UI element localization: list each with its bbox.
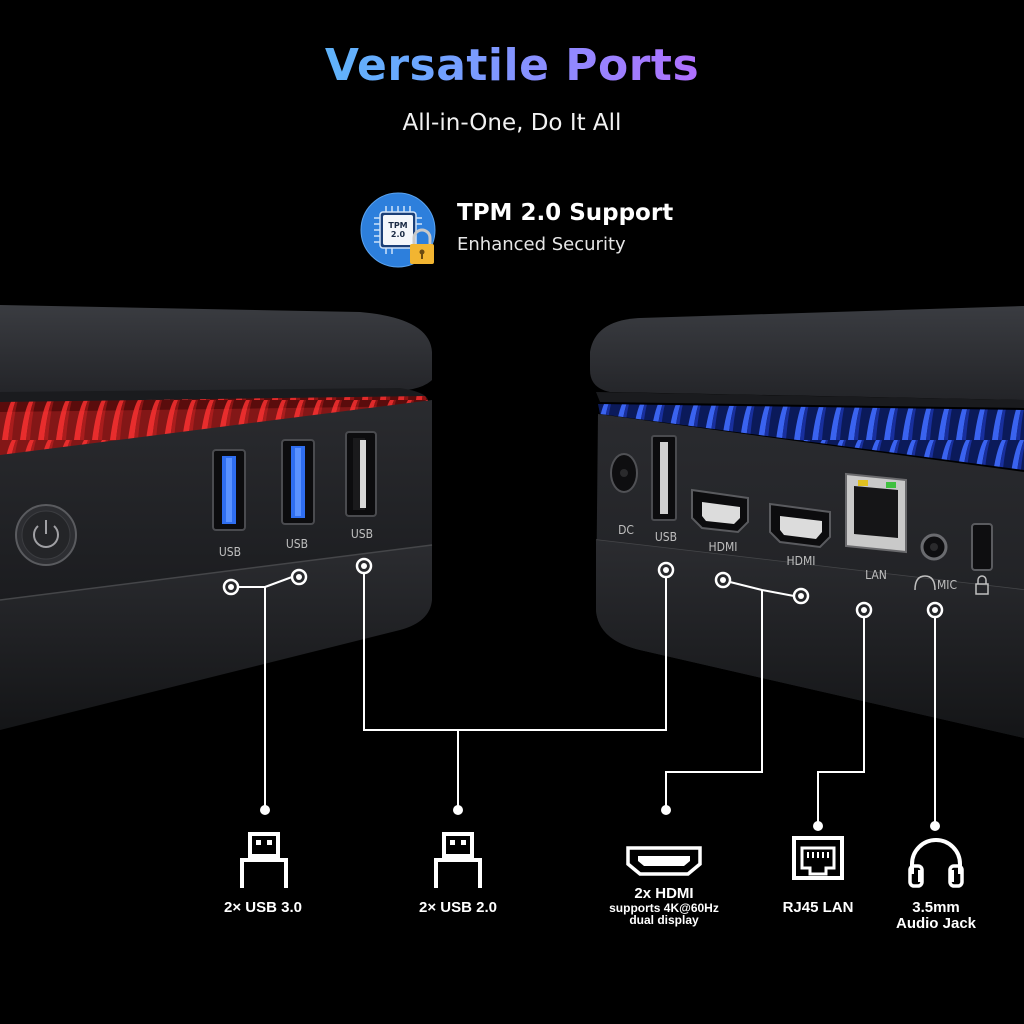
usb3-port-icon <box>212 449 246 531</box>
audio-jack-icon <box>920 533 948 561</box>
usb2-port-icon <box>651 435 677 521</box>
usb3-port-icon <box>281 439 315 525</box>
hdmi-icon <box>626 846 702 876</box>
headphones-icon <box>908 838 964 888</box>
dc-port-icon <box>610 453 638 493</box>
port-label-audio: 3.5mm Audio Jack <box>895 899 977 932</box>
right-port-label: HDMI <box>786 554 816 568</box>
tpm-lock-icon: TPM 2.0 <box>360 192 436 268</box>
tpm-subtitle: Enhanced Security <box>457 234 626 255</box>
page-subtitle: All-in-One, Do It All <box>402 110 622 136</box>
page-title: Versatile Ports <box>0 40 1024 91</box>
left-port-label: USB <box>285 537 309 551</box>
tpm-chip-text: TPM <box>388 221 407 230</box>
usb-icon <box>434 832 482 888</box>
tpm-feature: TPM 2.0 TPM 2.0 Support Enhanced Securit… <box>360 192 680 272</box>
tpm-chip-version: 2.0 <box>391 230 406 239</box>
usb-icon <box>240 832 288 888</box>
lock-slot-icon <box>971 523 993 595</box>
ethernet-port-icon <box>845 472 907 554</box>
usb2-port-icon <box>345 431 377 517</box>
port-label-hdmi: 2x HDMI supports 4K@60Hz dual display <box>609 885 719 928</box>
left-port-label: USB <box>218 545 242 559</box>
port-label-usb2: 2× USB 2.0 <box>419 899 497 916</box>
connector-lines <box>238 573 936 824</box>
right-port-label: HDMI <box>708 540 738 554</box>
power-button-icon <box>15 504 77 566</box>
hdmi-port-icon <box>691 488 749 534</box>
right-device <box>590 306 1024 738</box>
port-label-usb3: 2× USB 3.0 <box>224 899 302 916</box>
right-port-label: LAN <box>865 568 887 582</box>
right-port-label: USB <box>654 530 678 544</box>
hdmi-port-icon <box>769 502 831 549</box>
left-device <box>0 305 433 730</box>
ethernet-icon <box>792 836 844 880</box>
tpm-title: TPM 2.0 Support <box>457 200 674 226</box>
port-label-lan: RJ45 LAN <box>782 899 854 916</box>
left-port-label: USB <box>350 527 374 541</box>
right-port-label: DC <box>618 523 634 537</box>
right-port-label: MIC <box>936 578 958 592</box>
